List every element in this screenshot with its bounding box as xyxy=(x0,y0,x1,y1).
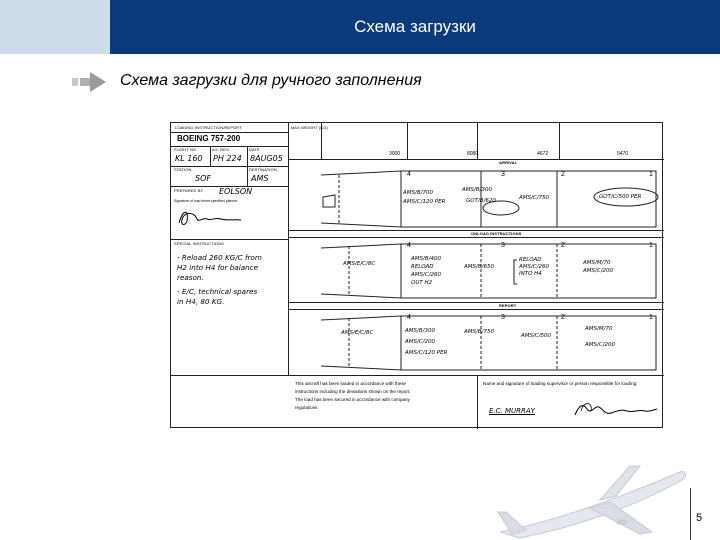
report-hold-diagram xyxy=(321,315,657,371)
arrival-hold-4: 4 xyxy=(407,171,411,178)
prepared-by-label: PREPARED BY xyxy=(174,188,204,193)
onload-hold-3: 3 xyxy=(501,242,505,249)
max-weight-label: MAX WEIGHT (KG) xyxy=(291,125,328,130)
ac-reg-label: A/C REG xyxy=(212,147,230,152)
report-aft-entries: AMS/E/C/8C xyxy=(341,330,374,336)
supervisor-label: Name and signature of loading supervisor… xyxy=(483,381,638,386)
max-weight-h3: 8080 xyxy=(467,151,479,157)
onload-aft-entries: AMS/E/C/8C xyxy=(343,261,376,267)
report-h2-entries: AMS/C/500 xyxy=(521,333,552,339)
arrival-h1-entries: GOT/C/500 PER xyxy=(599,194,642,200)
max-weight-h2: 4672 xyxy=(537,151,549,157)
max-weight-h1: 5470 xyxy=(617,151,629,157)
max-weight-h4: 3000 xyxy=(389,151,401,157)
signature-label: Signature of load sheet specified planne… xyxy=(174,199,238,203)
special-instructions-label: SPECIAL INSTRUCTIONS xyxy=(174,241,224,246)
supervisor-name: E.C. MURRAY xyxy=(489,407,535,415)
footer-divider xyxy=(690,488,691,540)
form-title: LOADING INSTRUCTION/REPORT xyxy=(175,125,242,130)
header-title: Схема загрузки xyxy=(110,0,720,54)
onload-hold-1: 1 xyxy=(649,242,653,249)
date-label: DATE xyxy=(249,147,260,152)
load-statement: This aircraft has been loaded in accorda… xyxy=(295,381,411,410)
report-hold-1: 1 xyxy=(649,314,653,321)
onload-hold-4: 4 xyxy=(407,242,411,249)
flight-no-label: FLIGHT NO xyxy=(174,147,197,152)
arrival-hold-2: 2 xyxy=(561,171,565,178)
page-number: 5 xyxy=(696,512,703,524)
section-report: REPORT xyxy=(499,303,517,308)
arrow-bullet-icon xyxy=(72,72,106,92)
supervisor-signature-icon xyxy=(574,403,658,416)
aircraft-type: BOEING 757-200 xyxy=(177,134,241,143)
special-instructions-text: - Reload 260 KG/C from H2 into H4 for ba… xyxy=(177,253,262,306)
arrival-hold-diagram xyxy=(321,170,659,228)
onload-h3-entries: AMS/B/650 xyxy=(464,264,494,270)
arrival-h2-entries: AMS/C/750 xyxy=(519,195,550,201)
report-hold-2: 2 xyxy=(561,314,565,321)
ac-reg-value: PH 224 xyxy=(213,154,242,163)
slide-subtitle: Схема загрузки для ручного заполнения xyxy=(120,72,422,89)
loading-instruction-form: LOADING INSTRUCTION/REPORT BOEING 757-20… xyxy=(170,122,664,429)
airplane-illustration-icon xyxy=(497,465,687,539)
slide-header: Схема загрузки xyxy=(0,0,720,54)
section-onload-instructions: ONLOAD INSTRUCTIONS xyxy=(471,231,522,236)
report-hold-4: 4 xyxy=(407,314,411,321)
destination-value: AMS xyxy=(251,174,269,183)
arrival-hold-1: 1 xyxy=(649,171,653,178)
report-hold-3: 3 xyxy=(501,314,505,321)
report-h3-entries: AMS/B/750 xyxy=(464,329,494,335)
date-value: 8AUG05 xyxy=(250,154,283,163)
onload-hold-diagram xyxy=(321,243,657,299)
section-arrival: ARRIVAL xyxy=(499,160,518,165)
planner-signature-icon xyxy=(178,211,242,225)
destination-label: DESTINATION xyxy=(249,167,277,172)
station-value: SOF xyxy=(195,174,211,183)
header-accent-block xyxy=(0,0,110,54)
onload-hold-2: 2 xyxy=(561,242,565,249)
prepared-by-value: EOLSON xyxy=(219,187,253,196)
flight-no-value: KL 160 xyxy=(175,154,203,163)
station-label: STATION xyxy=(174,167,192,172)
arrival-hold-3: 3 xyxy=(501,171,505,178)
